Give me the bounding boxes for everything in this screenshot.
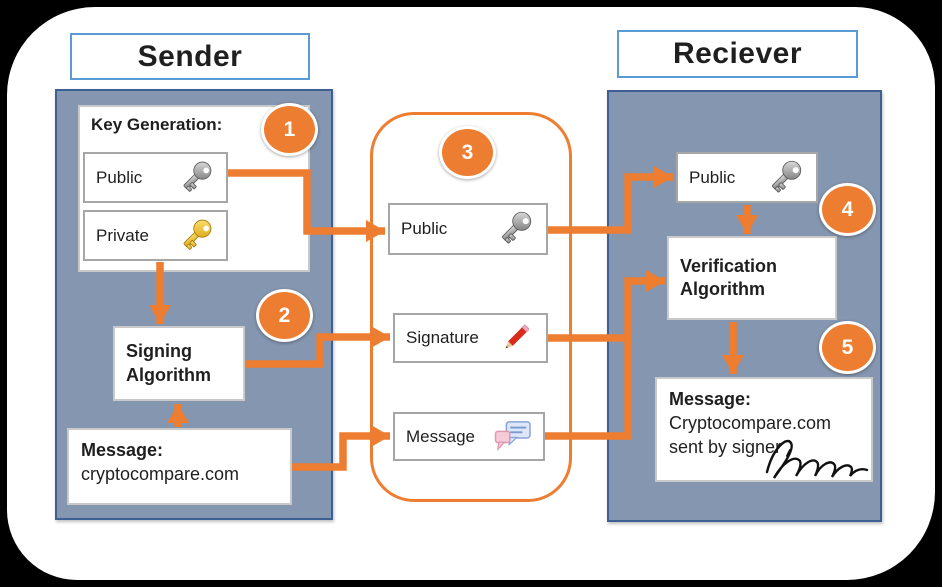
step-badge-4-number: 4 bbox=[841, 197, 854, 221]
transfer-message-box: Message bbox=[393, 412, 545, 461]
signing-algorithm-label: Signing Algorithm bbox=[126, 341, 211, 385]
sender-title: Sender bbox=[70, 33, 310, 80]
red-pencil-icon bbox=[505, 324, 530, 349]
step-badge-5: 5 bbox=[819, 321, 876, 374]
gray-key-icon bbox=[767, 156, 805, 195]
sender-title-label: Sender bbox=[137, 39, 243, 73]
chat-bubbles-icon bbox=[494, 420, 531, 451]
receiver-title-label: Reciever bbox=[672, 37, 803, 70]
step-badge-4: 4 bbox=[819, 183, 876, 236]
handwritten-signature bbox=[765, 440, 869, 479]
receiver-public-key-label: Public bbox=[689, 167, 736, 187]
transfer-signature-box: Signature bbox=[393, 313, 548, 363]
gray-key-icon bbox=[178, 157, 215, 194]
receiver-message-box: Message: Cryptocompare.com sent by signe… bbox=[655, 377, 873, 482]
receiver-message-line2: sent by signer bbox=[669, 436, 782, 457]
sender-message-value: cryptocompare.com bbox=[81, 463, 240, 484]
step-badge-2: 2 bbox=[256, 289, 313, 342]
receiver-public-key-box: Public bbox=[676, 152, 818, 203]
step-badge-2-number: 2 bbox=[278, 303, 291, 327]
step-badge-3-number: 3 bbox=[461, 140, 474, 164]
sender-private-key-box: Private bbox=[83, 210, 228, 261]
verification-algorithm-box: Verification Algorithm bbox=[667, 236, 837, 320]
gold-key-icon bbox=[178, 215, 215, 252]
gray-key-icon bbox=[497, 208, 535, 246]
signing-algorithm-box: Signing Algorithm bbox=[113, 326, 245, 401]
sender-public-key-box: Public bbox=[83, 152, 228, 203]
step-badge-3: 3 bbox=[439, 126, 496, 179]
step-badge-1: 1 bbox=[261, 103, 318, 156]
transfer-message-label: Message bbox=[406, 426, 475, 446]
sender-message-box: Message: cryptocompare.com bbox=[67, 428, 292, 505]
sender-public-key-label: Public bbox=[96, 167, 143, 187]
verification-algorithm-label: Verification Algorithm bbox=[680, 255, 778, 299]
receiver-message-line1: Cryptocompare.com bbox=[669, 412, 832, 433]
key-generation-title: Key Generation: bbox=[91, 115, 223, 134]
transfer-signature-label: Signature bbox=[406, 328, 479, 347]
step-badge-5-number: 5 bbox=[841, 335, 854, 359]
step-badge-1-number: 1 bbox=[283, 117, 296, 141]
sender-private-key-label: Private bbox=[96, 225, 149, 245]
receiver-message-title: Message: bbox=[669, 389, 752, 409]
transfer-public-key-label: Public bbox=[401, 219, 448, 238]
transfer-public-key-box: Public bbox=[388, 203, 548, 255]
sender-message-title: Message: bbox=[81, 440, 164, 460]
receiver-title: Reciever bbox=[617, 30, 858, 78]
